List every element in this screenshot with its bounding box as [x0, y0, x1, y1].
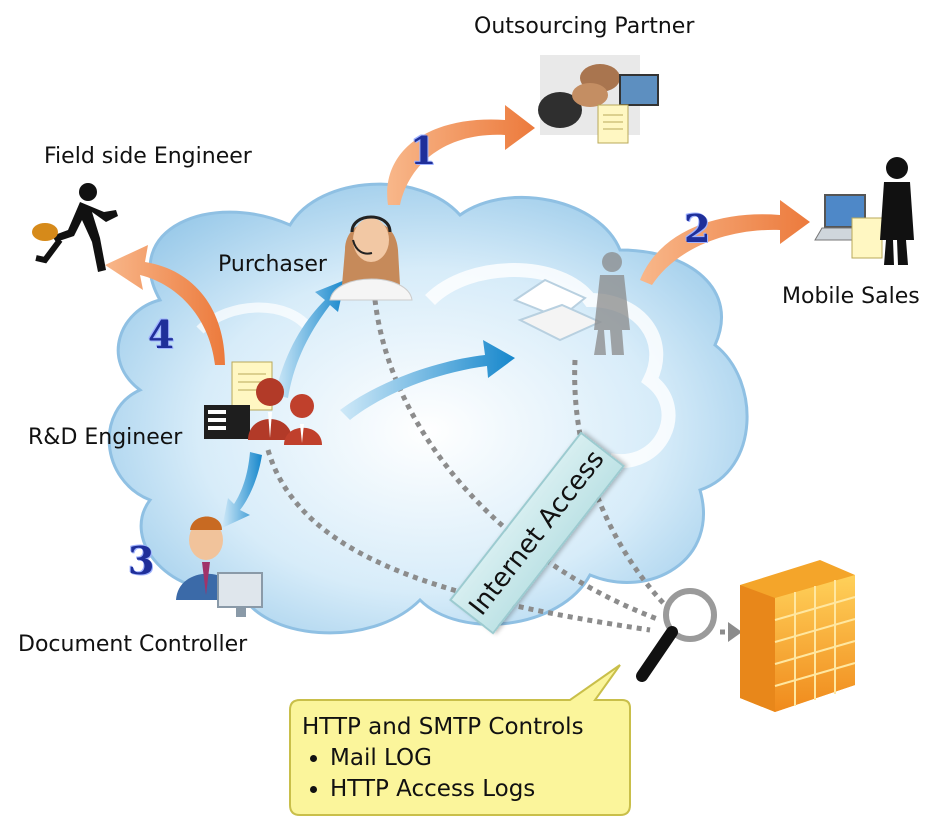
blue-arrow-to-document-controller: [222, 452, 262, 528]
orange-arrow-2: [640, 200, 810, 285]
dotted-arrow-head: [728, 622, 742, 642]
callout-item-mail-log: Mail LOG: [330, 743, 584, 774]
callout-content: HTTP and SMTP Controls Mail LOG HTTP Acc…: [302, 712, 584, 805]
users-icon: [248, 378, 322, 445]
callout-item-http-access-logs: HTTP Access Logs: [330, 774, 584, 805]
cloud-shape: [107, 182, 749, 635]
callout-list: Mail LOG HTTP Access Logs: [302, 743, 584, 805]
step-number-4: 4: [148, 312, 175, 357]
step-number-1: 1: [410, 128, 437, 173]
office-worker-icon: [176, 516, 263, 617]
label-document-controller: Document Controller: [18, 632, 248, 657]
label-purchaser: Purchaser: [218, 252, 327, 277]
label-field-side-engineer: Field side Engineer: [44, 144, 252, 169]
handshake-photo-icon: [538, 55, 659, 144]
magnifier-icon: [636, 588, 717, 682]
label-mobile-sales: Mobile Sales: [782, 284, 920, 309]
headset-operator-icon: [329, 215, 413, 301]
label-outsourcing-partner: Outsourcing Partner: [474, 14, 695, 39]
step-number-2: 2: [684, 206, 711, 251]
orange-arrow-4: [105, 245, 225, 365]
blue-arrow-to-laptop: [340, 340, 515, 420]
callout-bubble: [289, 664, 631, 816]
orange-arrow-1: [387, 105, 535, 205]
mobile-sales-icon: [814, 157, 914, 265]
laptop-icon: [512, 278, 603, 342]
blue-arrow-to-purchaser: [275, 280, 345, 398]
phone-person-icon: [594, 252, 630, 355]
callout-title: HTTP and SMTP Controls: [302, 714, 584, 740]
firewall-icon: [740, 560, 856, 712]
step-number-3: 3: [128, 538, 155, 583]
person-running-icon: [32, 183, 118, 272]
label-rd-engineer: R&D Engineer: [28, 425, 183, 450]
